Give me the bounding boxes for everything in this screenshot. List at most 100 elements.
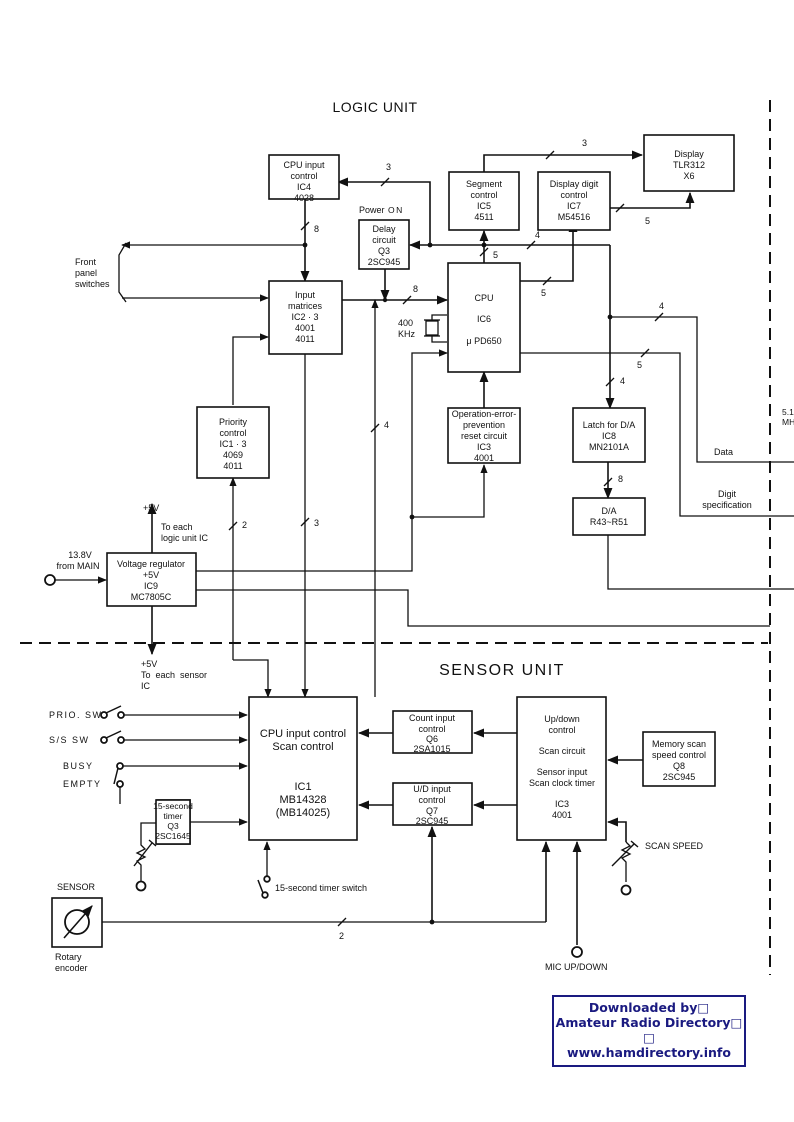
svg-text:Q7: Q7 bbox=[426, 806, 438, 816]
svg-text:IC9: IC9 bbox=[144, 581, 158, 591]
block-voltage-regulator: Voltage regulator +5V IC9 MC7805C bbox=[106, 552, 197, 607]
block-input-matrices: Input matrices IC2 · 3 4001 4011 bbox=[268, 280, 343, 355]
offpage-label: MH bbox=[782, 417, 794, 427]
wire-priority-branch bbox=[233, 659, 272, 698]
block-da: D/A R43~R51 bbox=[572, 497, 646, 536]
front-panel-label: switches bbox=[75, 279, 110, 289]
bus-width: 3 bbox=[386, 162, 391, 172]
svg-text:control: control bbox=[560, 190, 587, 200]
svg-text:Display digit: Display digit bbox=[550, 179, 599, 189]
svg-text:μ PD650: μ PD650 bbox=[466, 336, 501, 346]
bus-width: 5 bbox=[541, 288, 546, 298]
svg-text:CPU: CPU bbox=[474, 293, 493, 303]
svg-text:4011: 4011 bbox=[295, 334, 314, 344]
bus-width: 8 bbox=[413, 284, 418, 294]
bus-width: 5 bbox=[645, 216, 650, 226]
svg-text:Memory scan: Memory scan bbox=[652, 739, 706, 749]
svg-text:control: control bbox=[290, 171, 317, 181]
svg-text:X6: X6 bbox=[683, 171, 694, 181]
svg-text:TLR312: TLR312 bbox=[673, 160, 705, 170]
crystal-unit: KHz bbox=[398, 329, 416, 339]
watermark-line: Amateur Radio Directory□ bbox=[555, 1015, 743, 1030]
svg-text:Segment: Segment bbox=[466, 179, 503, 189]
svg-text:speed control: speed control bbox=[652, 750, 706, 760]
wire-reg-out-1 bbox=[196, 566, 413, 572]
svg-text:MB14328: MB14328 bbox=[279, 794, 326, 806]
svg-text:Sensor input: Sensor input bbox=[537, 767, 588, 777]
svg-text:4001: 4001 bbox=[552, 810, 572, 820]
timer-switch-icon bbox=[257, 875, 271, 899]
svg-text:CPU input control: CPU input control bbox=[260, 728, 346, 740]
download-watermark: Downloaded by□ Amateur Radio Directory□ … bbox=[552, 995, 746, 1067]
svg-text:reset circuit: reset circuit bbox=[461, 431, 508, 441]
rotary-encoder-label: encoder bbox=[55, 963, 88, 973]
power-on-state: ON bbox=[388, 205, 404, 215]
svg-text:Latch for D/A: Latch for D/A bbox=[583, 420, 636, 430]
wire-seg-to-display bbox=[483, 150, 644, 172]
plus5v-sensor-label: +5V bbox=[141, 659, 157, 669]
block-15-second-timer: 15-second timer Q3 2SC1645 bbox=[153, 799, 193, 845]
svg-text:4011: 4011 bbox=[223, 461, 242, 471]
svg-text:IC2 · 3: IC2 · 3 bbox=[291, 312, 318, 322]
svg-text:Operation-error-: Operation-error- bbox=[452, 409, 517, 419]
block-latch-da: Latch for D/A IC8 MN2101A bbox=[572, 407, 646, 463]
bus-width-ticks bbox=[228, 150, 664, 927]
block-updown-control: Up/down control Scan circuit Sensor inpu… bbox=[516, 696, 607, 841]
svg-text:Up/down: Up/down bbox=[544, 714, 580, 724]
digit-spec-label: Digit bbox=[718, 489, 737, 499]
svg-text:Priority: Priority bbox=[219, 417, 248, 427]
plus5v-logic-label: +5V bbox=[143, 503, 159, 513]
bus-width: 2 bbox=[242, 520, 247, 530]
svg-text:IC3: IC3 bbox=[555, 799, 569, 809]
svg-text:Delay: Delay bbox=[372, 224, 396, 234]
crystal-freq: 400 bbox=[398, 318, 413, 328]
prio-switch-icon bbox=[100, 705, 125, 719]
block-sensor-cpu: CPU input control Scan control IC1 MB143… bbox=[248, 696, 358, 841]
front-panel-label: Front bbox=[75, 257, 97, 267]
svg-text:M54516: M54516 bbox=[558, 212, 591, 222]
svg-text:IC4: IC4 bbox=[297, 182, 311, 192]
wire-cpu-to-digit bbox=[520, 220, 578, 282]
svg-text:D/A: D/A bbox=[601, 506, 616, 516]
svg-text:U/D input: U/D input bbox=[413, 784, 451, 794]
watermark-url: www.hamdirectory.info bbox=[567, 1045, 731, 1060]
wire-priority-to-matrix bbox=[232, 333, 269, 405]
power-on-label: Power bbox=[359, 205, 385, 215]
svg-text:Count input: Count input bbox=[409, 713, 456, 723]
svg-text:4001: 4001 bbox=[295, 323, 315, 333]
block-memory-scan-speed: Memory scan speed control Q8 2SC945 bbox=[642, 731, 716, 787]
svg-text:Scan control: Scan control bbox=[272, 741, 333, 753]
svg-text:15-second: 15-second bbox=[153, 801, 193, 811]
svg-text:Input: Input bbox=[295, 290, 316, 300]
svg-text:control: control bbox=[470, 190, 497, 200]
bus-width: 3 bbox=[314, 518, 319, 528]
logic-unit-title: LOGIC UNIT bbox=[332, 99, 417, 115]
svg-text:Scan circuit: Scan circuit bbox=[539, 746, 586, 756]
bus-width: 5 bbox=[493, 250, 498, 260]
svg-text:CPU input: CPU input bbox=[283, 160, 325, 170]
svg-text:Q6: Q6 bbox=[426, 734, 438, 744]
svg-text:control: control bbox=[418, 795, 445, 805]
svg-text:IC1 · 3: IC1 · 3 bbox=[219, 439, 246, 449]
svg-text:control: control bbox=[548, 725, 575, 735]
timer-switch-label: 15-second timer switch bbox=[275, 883, 367, 893]
wire-da-out bbox=[607, 534, 794, 590]
empty-label: EMPTY bbox=[63, 779, 102, 789]
wire-digit-spec-out bbox=[520, 352, 794, 517]
prio-sw-label: PRIO. SW bbox=[49, 710, 103, 720]
busy-label: BUSY bbox=[63, 761, 94, 771]
svg-text:MC7805C: MC7805C bbox=[131, 592, 172, 602]
svg-text:prevention: prevention bbox=[463, 420, 505, 430]
block-count-input-control: Count input control Q6 2SA1015 bbox=[392, 710, 473, 754]
svg-text:control: control bbox=[219, 428, 246, 438]
mic-updown-terminal bbox=[571, 946, 583, 958]
svg-text:IC6: IC6 bbox=[477, 314, 491, 324]
svg-text:2SC945: 2SC945 bbox=[416, 816, 449, 826]
svg-text:IC3: IC3 bbox=[477, 442, 491, 452]
svg-text:Display: Display bbox=[674, 149, 704, 159]
wire-data-out bbox=[610, 316, 794, 463]
block-cpu-input-control: CPU input control IC4 4028 bbox=[268, 154, 340, 203]
svg-text:4001: 4001 bbox=[474, 453, 494, 463]
watermark-line: □ bbox=[643, 1030, 655, 1045]
